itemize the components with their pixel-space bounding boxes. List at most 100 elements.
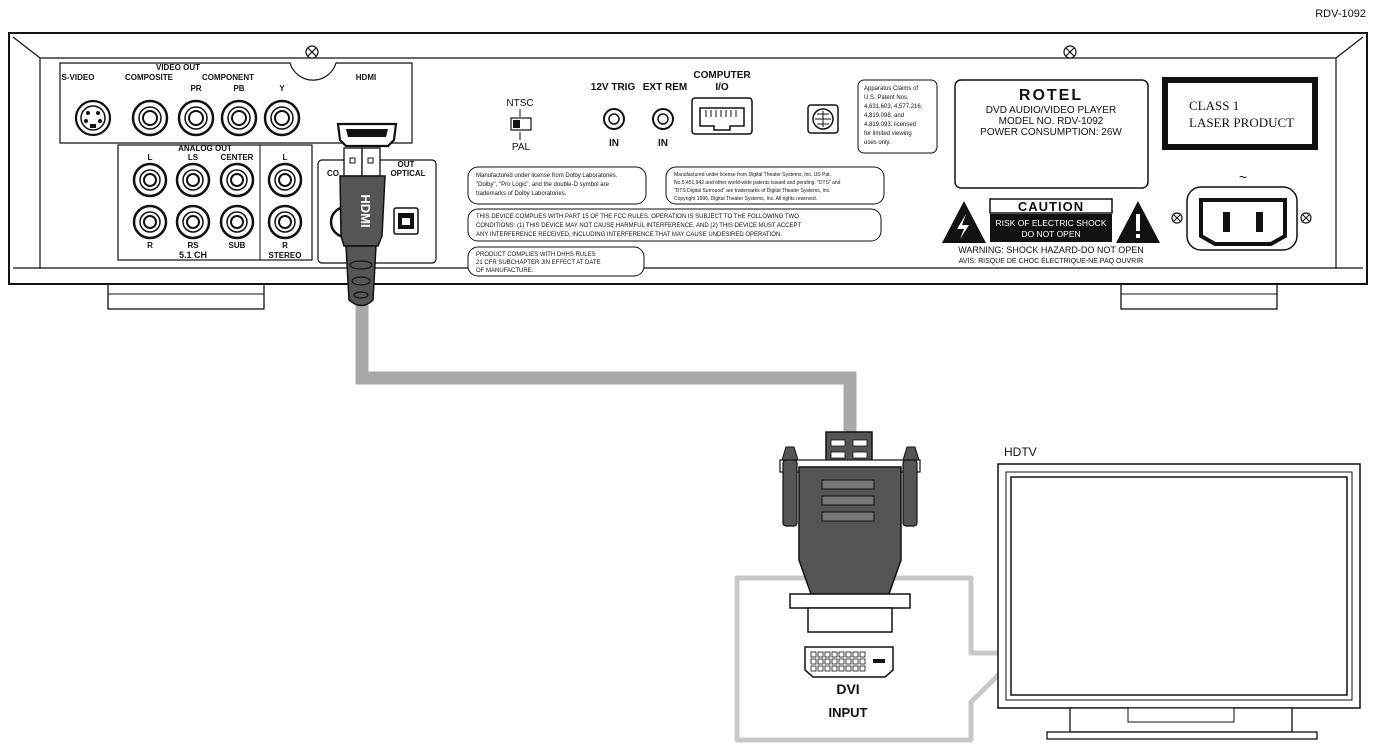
hdmi-logo: HDMI (358, 194, 373, 227)
patent-line: U.S. Patent Nos. (864, 95, 909, 101)
hdtv-base (1046, 731, 1318, 740)
laser-line-2: LASER PRODUCT (1189, 115, 1294, 130)
patent-line: for limited viewing (864, 131, 912, 137)
ac-symbol: ~ (1239, 169, 1247, 185)
rca-jack-rs (175, 204, 211, 240)
patent-line: 4,631,603, 4,577,216, (864, 104, 923, 110)
patent-line: Apparatus Claims of (864, 86, 918, 92)
patent-notice-box (857, 79, 938, 154)
dvi-pin (859, 665, 866, 672)
fcc-line: THIS DEVICE COMPLIES WITH PART 15 OF THE… (476, 214, 799, 220)
dvi-plug (779, 431, 921, 633)
dhhs-line: PRODUCT COMPLIES WITH DHHS RULES (476, 252, 596, 258)
left-foot (107, 282, 265, 310)
ch51-label: 5.1 CH (179, 250, 207, 260)
fcc-line: CONDITIONS: (1) THIS DEVICE MAY NOT CAUS… (476, 223, 801, 229)
video-out-label: VIDEO OUT (156, 63, 200, 72)
analog-sub-label: SUB (229, 241, 246, 250)
dvi-input-label: INPUT (829, 705, 868, 720)
dvi-pin (831, 651, 838, 658)
pb-label: PB (233, 84, 244, 93)
ntsc-pal-switch (510, 117, 532, 131)
computer-io-label: I/O (715, 82, 729, 93)
computer-label: COMPUTER (693, 70, 751, 81)
dvi-pin (831, 658, 838, 665)
rca-jack-l (132, 162, 168, 198)
dts-line: "DTS Digital Surround" are trademarks of… (674, 188, 831, 194)
dvi-pin (838, 651, 845, 658)
dvi-pin (852, 651, 859, 658)
ac-power-inlet (1186, 186, 1298, 251)
dvi-pin (852, 665, 859, 672)
analog-rs-label: RS (187, 241, 199, 250)
dvi-pin (810, 665, 817, 672)
model-tag: RDV-1092 (1315, 8, 1366, 20)
dolby-line: "Dolby", "Pro Logic", and the double-D s… (476, 182, 610, 188)
rca-jack-ls (175, 162, 211, 198)
avis-text: AVIS: RISQUE DE CHOC ÉLECTRIQUE-NE PAQ O… (959, 256, 1144, 265)
dts-notice-box (665, 166, 885, 205)
ext-rem-jack (652, 108, 674, 130)
component-label: COMPONENT (202, 73, 254, 82)
y-label: Y (279, 84, 285, 93)
dvi-pin (817, 665, 824, 672)
composite-jack (131, 99, 169, 137)
dvi-input-callout (734, 575, 1024, 743)
dts-line: Manufactured under license from Digital … (674, 172, 831, 178)
fcc-notice-box (467, 208, 882, 242)
dvi-pin (845, 651, 852, 658)
lightning-warning-icon (942, 201, 986, 243)
dolby-line: Manufactured under license from Dolby La… (476, 173, 618, 179)
pal-label: PAL (512, 142, 531, 153)
trig-in-label: IN (609, 138, 619, 149)
right-foot (1120, 282, 1278, 310)
patent-line: 4,819,093, licensed (864, 122, 916, 128)
hdmi-label: HDMI (356, 73, 376, 82)
hdtv-label: HDTV (1004, 445, 1037, 459)
pb-jack (220, 99, 258, 137)
rca-jack-sub (219, 204, 255, 240)
caution-label: CAUTION RISK OF ELECTRIC SHOCK DO NOT OP… (942, 198, 1160, 265)
dhhs-notice-box (467, 246, 645, 277)
dvi-socket-icon (804, 646, 894, 678)
laser-line-1: CLASS 1 (1189, 98, 1239, 113)
dvi-pin (810, 651, 817, 658)
warning-text: WARNING: SHOCK HAZARD-DO NOT OPEN (958, 245, 1144, 255)
ground-post-icon (807, 104, 839, 134)
svideo-label: S-VIDEO (62, 73, 95, 82)
optical-label: OPTICAL (390, 169, 425, 178)
dvi-pin (824, 658, 831, 665)
ext-rem-label: EXT REM (643, 82, 687, 93)
caution-line-2: DO NOT OPEN (1021, 229, 1080, 239)
rating-line-2: MODEL NO. RDV-1092 (999, 116, 1104, 127)
rating-line-1: DVD AUDIO/VIDEO PLAYER (986, 105, 1116, 116)
hdtv-screen (1010, 476, 1348, 696)
ext-rem-in-label: IN (658, 138, 668, 149)
hdmi-plug: HDMI (339, 147, 386, 307)
hdmi-socket (336, 122, 398, 148)
dvi-pin (838, 665, 845, 672)
analog-out-label: ANALOG OUT (178, 144, 232, 153)
analog-out-box (117, 144, 313, 261)
patent-line: 4,819,098, and (864, 113, 904, 119)
rca-jack-stereo-l (267, 162, 303, 198)
dvi-pin (845, 665, 852, 672)
analog-ls-label: LS (188, 153, 199, 162)
rca-jack-center (219, 162, 255, 198)
chassis (8, 32, 1368, 285)
dvi-pin (859, 658, 866, 665)
dts-line: Copyright 1996, Digital Theater Systems,… (674, 196, 817, 202)
dhhs-line: OF MANUFACTURE. (476, 268, 534, 274)
analog-r-label: R (147, 241, 153, 250)
dvi-pin (817, 651, 824, 658)
optical-jack (393, 207, 419, 235)
dvi-pin (852, 658, 859, 665)
dhhs-line: 21 CFR SUBCHAPTER JIN EFFECT AT DATE (476, 260, 601, 266)
coaxial-label-fragment: CO (327, 169, 339, 178)
caution-line-1: RISK OF ELECTRIC SHOCK (996, 218, 1107, 228)
dolby-notice-box (467, 166, 647, 205)
fcc-line: ANY INTERFERENCE RECEIVED, INCLUDING INT… (476, 232, 782, 238)
video-out-box (59, 62, 413, 144)
rca-jack-stereo-r (267, 204, 303, 240)
